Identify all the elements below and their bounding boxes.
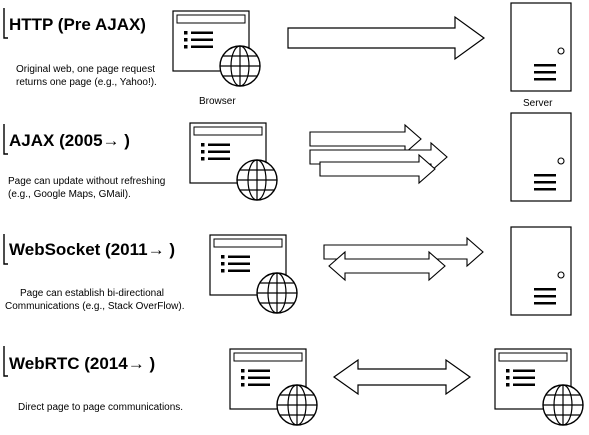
- server-icon: [510, 112, 572, 202]
- server-label: Server: [523, 98, 553, 109]
- globe-icon: [542, 384, 584, 426]
- server-icon: [510, 226, 572, 316]
- section-desc-line2: returns one page (e.g., Yahoo!).: [16, 77, 157, 88]
- section-desc-line1: Page can establish bi-directional: [20, 288, 164, 299]
- section-title: WebSocket (2011→ ): [9, 240, 175, 259]
- section-desc-line2: Communications (e.g., Stack OverFlow).: [5, 301, 185, 312]
- section-desc-line1: Original web, one page request: [16, 64, 155, 75]
- browser-label: Browser: [199, 96, 236, 107]
- bidirectional-arrow-2: [328, 250, 446, 282]
- server-icon: [510, 2, 572, 92]
- globe-icon: [236, 159, 278, 201]
- title-bracket: [3, 124, 8, 155]
- section-title: HTTP (Pre AJAX): [9, 15, 146, 34]
- section-desc-line1: Direct page to page communications.: [18, 402, 183, 413]
- section-http: HTTP (Pre AJAX) Original web, one page r…: [3, 2, 572, 109]
- section-desc-line1: Page can update without refreshing: [8, 176, 165, 187]
- globe-icon: [276, 384, 318, 426]
- section-websocket: WebSocket (2011→ ) Page can establish bi…: [3, 226, 572, 316]
- section-webrtc: WebRTC (2014→ ) Direct page to page comm…: [3, 346, 584, 426]
- globe-icon: [219, 45, 261, 87]
- section-ajax: AJAX (2005→ ) Page can update without re…: [3, 112, 572, 202]
- async-response-arrow: [319, 153, 436, 185]
- section-title: AJAX (2005→ ): [9, 131, 130, 150]
- title-bracket: [3, 8, 8, 39]
- globe-icon: [256, 272, 298, 314]
- request-arrow: [287, 15, 486, 61]
- async-request-arrow-1: [309, 123, 422, 155]
- peer-to-peer-arrow: [332, 358, 472, 396]
- section-desc-line2: (e.g., Google Maps, GMail).: [8, 189, 131, 200]
- section-title: WebRTC (2014→ ): [9, 354, 155, 373]
- title-bracket: [3, 346, 8, 377]
- title-bracket: [3, 234, 8, 265]
